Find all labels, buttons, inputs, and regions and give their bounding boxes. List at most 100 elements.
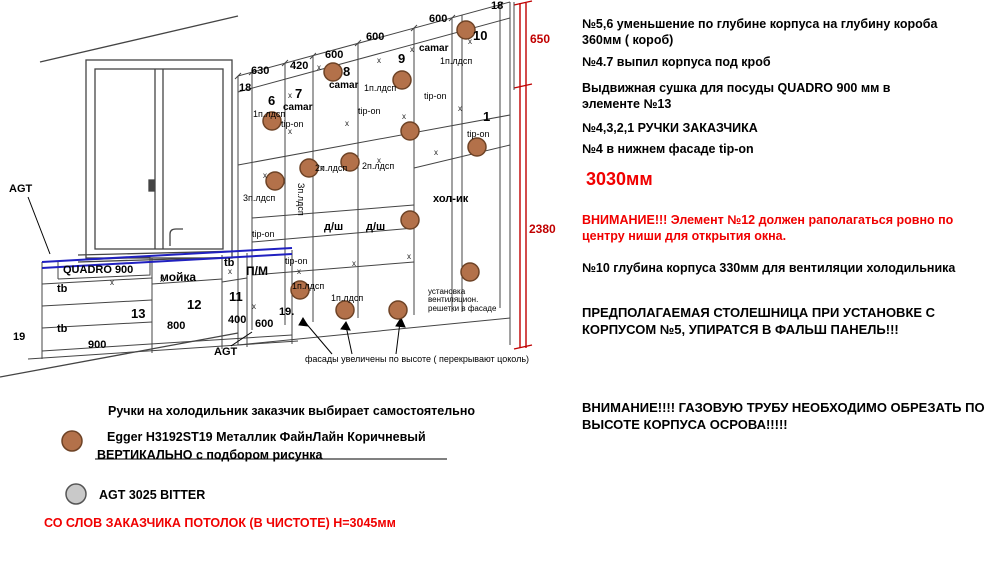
arrow-icon <box>298 317 309 327</box>
unit-12: 12 <box>187 297 202 312</box>
note-countertop: ПРЕДПОЛАГАЕМАЯ СТОЛЕШНИЦА ПРИ УСТАНОВКЕ … <box>582 305 936 337</box>
unit-7: 7 <box>295 86 303 101</box>
dim-400: 400 <box>228 314 247 326</box>
label-tipon-5: tip-on <box>252 229 275 239</box>
material-dot <box>335 300 355 320</box>
dim-650: 650 <box>530 32 551 46</box>
note-cutout-4-7: №4.7 выпил корпуса под кроб <box>582 55 771 69</box>
label-1p-ldsp-5: 1п.лдсп <box>331 293 364 303</box>
arrow-icon <box>395 316 406 328</box>
material-dot <box>290 280 310 300</box>
legend-egger-dot <box>61 430 83 452</box>
leader-lines <box>27 196 447 460</box>
x-mark: x <box>434 148 438 157</box>
label-quadro-900: QUADRO 900 <box>63 264 134 276</box>
dim-600-d: 600 <box>255 318 274 330</box>
unit-6: 6 <box>268 93 276 108</box>
dim-600-b: 600 <box>366 31 385 43</box>
material-dot <box>388 300 408 320</box>
label-2p-ldsp-2: 2п.лдсп <box>362 161 395 171</box>
material-dot <box>262 111 282 131</box>
unit-8: 8 <box>343 64 351 79</box>
window-frame <box>0 15 241 378</box>
x-mark: x <box>263 171 267 180</box>
unit-1: 1 <box>483 109 491 124</box>
x-mark: x <box>458 104 462 113</box>
x-mark: x <box>402 112 406 121</box>
material-dot <box>392 70 412 90</box>
unit-11: 11 <box>229 289 243 304</box>
dim-600-a: 600 <box>429 13 448 25</box>
material-dot <box>340 152 360 172</box>
note-height-3030: 3030мм <box>586 169 653 189</box>
material-dot <box>323 62 343 82</box>
legend-agt-material: AGT 3025 BITTER <box>99 488 206 502</box>
label-tb-2: tb <box>57 283 68 295</box>
note-depth-5-6: №5,6 уменьшение по глубине корпуса на гл… <box>582 17 938 48</box>
note-quadro-rack: Выдвижная сушка для посуды QUADRO 900 мм… <box>582 81 891 112</box>
material-dot <box>299 158 319 178</box>
label-tipon-6: tip-on <box>285 256 308 266</box>
legend-fridge-handles: Ручки на холодильник заказчик выбирает с… <box>108 404 476 418</box>
label-1p-ldsp-2: 1п.лдсп <box>364 83 397 93</box>
x-mark: x <box>288 91 292 100</box>
dim-420: 420 <box>290 60 309 72</box>
x-mark: x <box>345 119 349 128</box>
unit-9: 9 <box>398 51 406 66</box>
dim-19: 19 <box>13 331 26 343</box>
dim-19-dot: 19. <box>279 306 295 318</box>
material-dots <box>61 20 487 505</box>
material-dot <box>265 171 285 191</box>
note-tipon-4: №4 в нижнем фасаде tip-on <box>582 142 754 156</box>
label-tb-3: tb <box>57 323 68 335</box>
label-1p-ldsp-1: 1п.лдсп <box>440 56 473 66</box>
label-camar-3: camar <box>283 102 313 113</box>
dim-800: 800 <box>167 320 186 332</box>
base-cabinets <box>27 250 299 360</box>
x-mark: x <box>110 278 114 287</box>
dim-18-top: 18 <box>491 0 504 12</box>
label-1p-ldsp-4: 1п.лдсп <box>292 281 325 291</box>
warning-element-12: ВНИМАНИЕ!!! Элемент №12 должен раполагат… <box>582 213 954 244</box>
dim-2380: 2380 <box>529 222 556 236</box>
legend-ceiling-height: СО СЛОВ ЗАКАЗЧИКА ПОТОЛОК (В ЧИСТОТЕ) H=… <box>44 516 396 530</box>
dim-18-left: 18 <box>239 82 252 94</box>
warning-gas-pipe: ВНИМАНИЕ!!!! ГАЗОВУЮ ТРУБУ НЕОБХОДИМО ОБ… <box>582 400 985 432</box>
label-tipon-2: tip-on <box>358 106 381 116</box>
legend-egger-line2: ВЕРТИКАЛЬНО с подбором рисунка <box>97 448 323 462</box>
material-dot <box>400 210 420 230</box>
label-3p-ldsp: 3п.лдсп <box>243 193 276 203</box>
x-mark: x <box>377 156 381 165</box>
arrow-icon <box>340 321 351 331</box>
material-dot <box>467 137 487 157</box>
unit-13: 13 <box>131 306 146 321</box>
note-fridge-depth: №10 глубина корпуса 330мм для вентиляции… <box>582 261 956 275</box>
x-mark: x <box>297 267 301 276</box>
faucet-icon <box>169 228 183 246</box>
x-mark: x <box>320 164 324 173</box>
x-mark: x <box>228 267 232 276</box>
x-mark: x <box>252 302 256 311</box>
label-camar-1: camar <box>419 43 449 54</box>
tall-cabinets <box>234 1 511 346</box>
dim-900: 900 <box>88 339 107 351</box>
label-fasady-note: фасады увеличены по высоте ( перекрывают… <box>305 354 530 364</box>
legend-egger-line1: Egger H3192ST19 Металлик ФайнЛайн Коричн… <box>107 430 426 444</box>
label-vent-grille: установка вентиляцион. решетки в фасаде <box>428 287 497 313</box>
label-tipon-1: tip-on <box>424 91 447 101</box>
label-3p-ldsp-vertical: Зп.лдсп <box>296 183 306 216</box>
window-handle <box>148 179 155 192</box>
countertop-lines <box>41 247 293 269</box>
x-mark: x <box>317 63 321 72</box>
label-1p-ldsp-3: 1п.лдсп <box>253 109 286 119</box>
dim-630: 630 <box>251 65 270 77</box>
x-mark: x <box>352 259 356 268</box>
material-dot <box>400 121 420 141</box>
x-mark: x <box>377 56 381 65</box>
x-mark: x <box>468 37 472 46</box>
label-dishwasher: П/М <box>246 264 268 278</box>
x-mark: x <box>288 127 292 136</box>
x-mark: x <box>160 275 164 284</box>
